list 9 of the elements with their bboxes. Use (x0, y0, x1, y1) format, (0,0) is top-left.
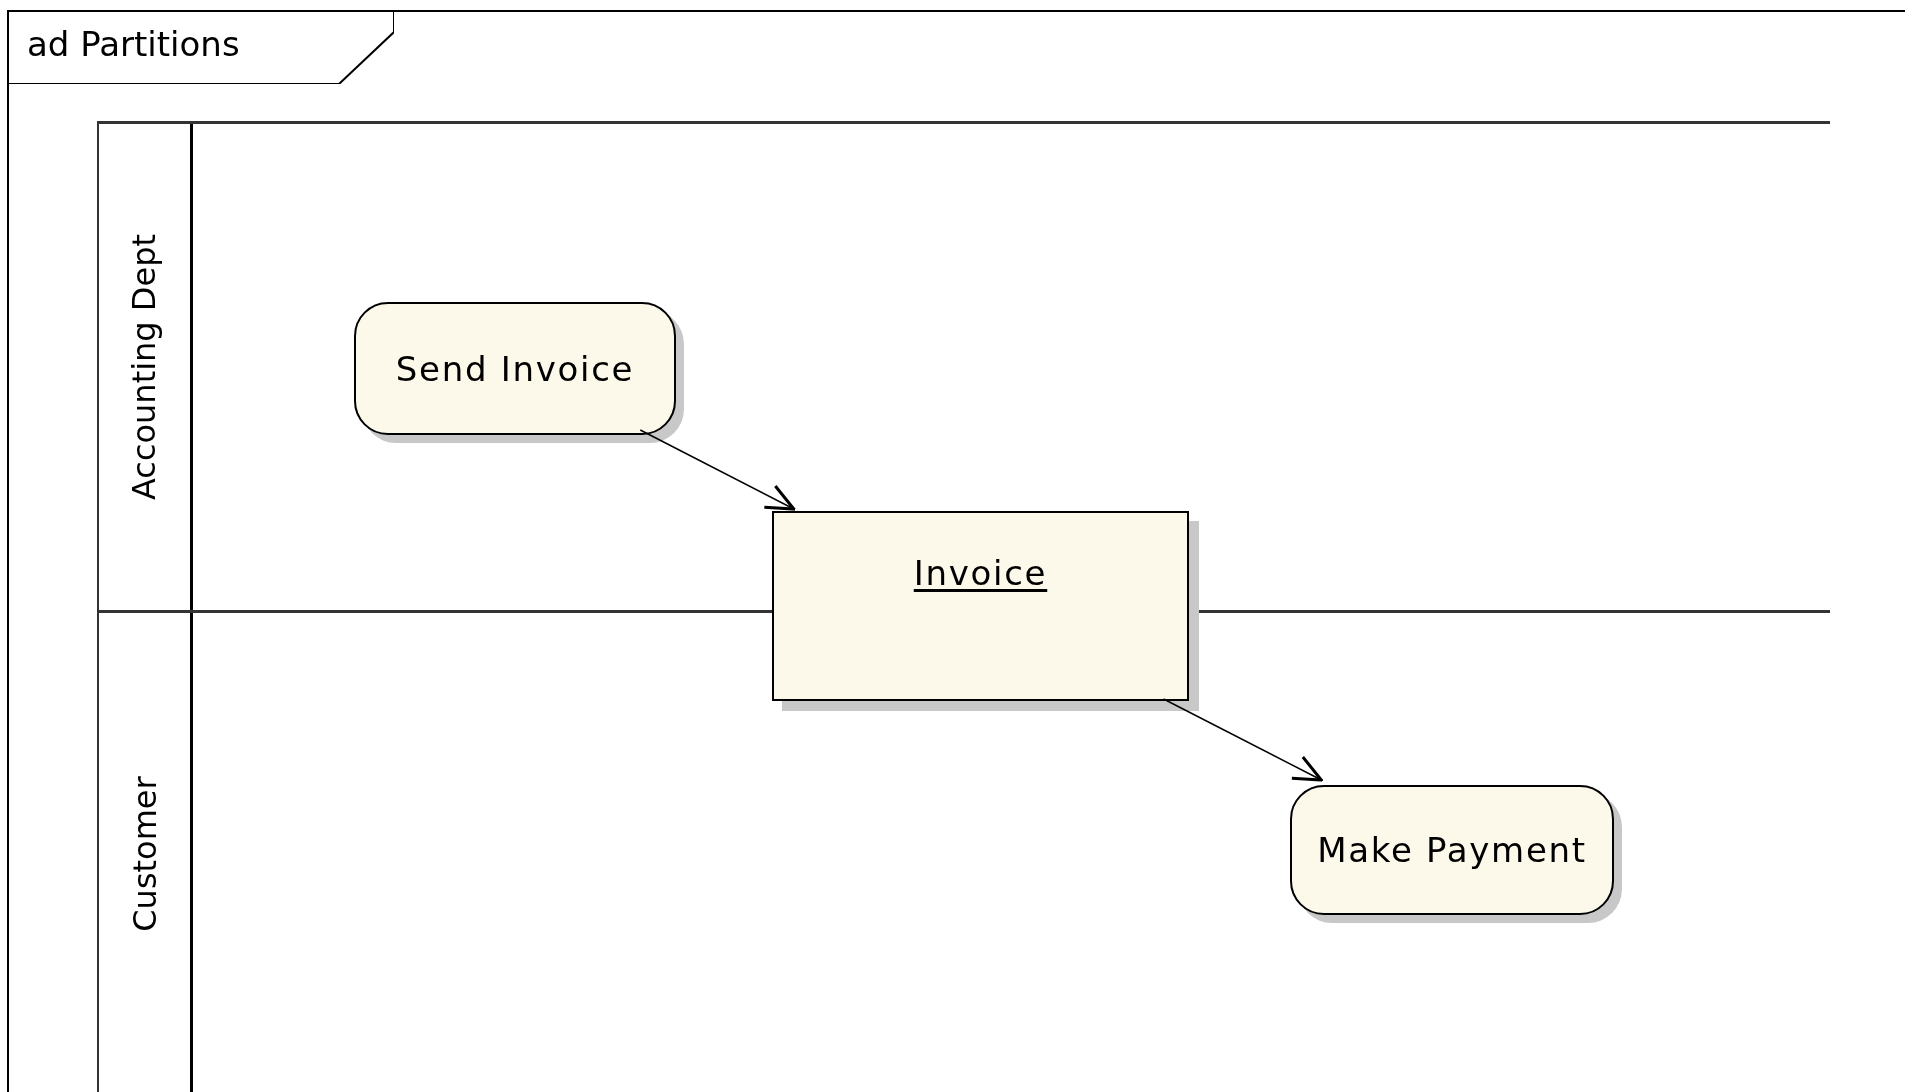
arrow (639, 429, 796, 511)
action-label: Send Invoice (395, 347, 635, 391)
arrow (1162, 698, 1323, 782)
lane-label: Customer (124, 775, 165, 932)
lane-label: Accounting Dept (124, 234, 165, 500)
frame-title: ad Partitions (27, 23, 240, 66)
diagram-frame (7, 10, 1905, 1092)
object-label: Invoice (913, 552, 1048, 595)
action-label: Make Payment (1317, 829, 1587, 872)
